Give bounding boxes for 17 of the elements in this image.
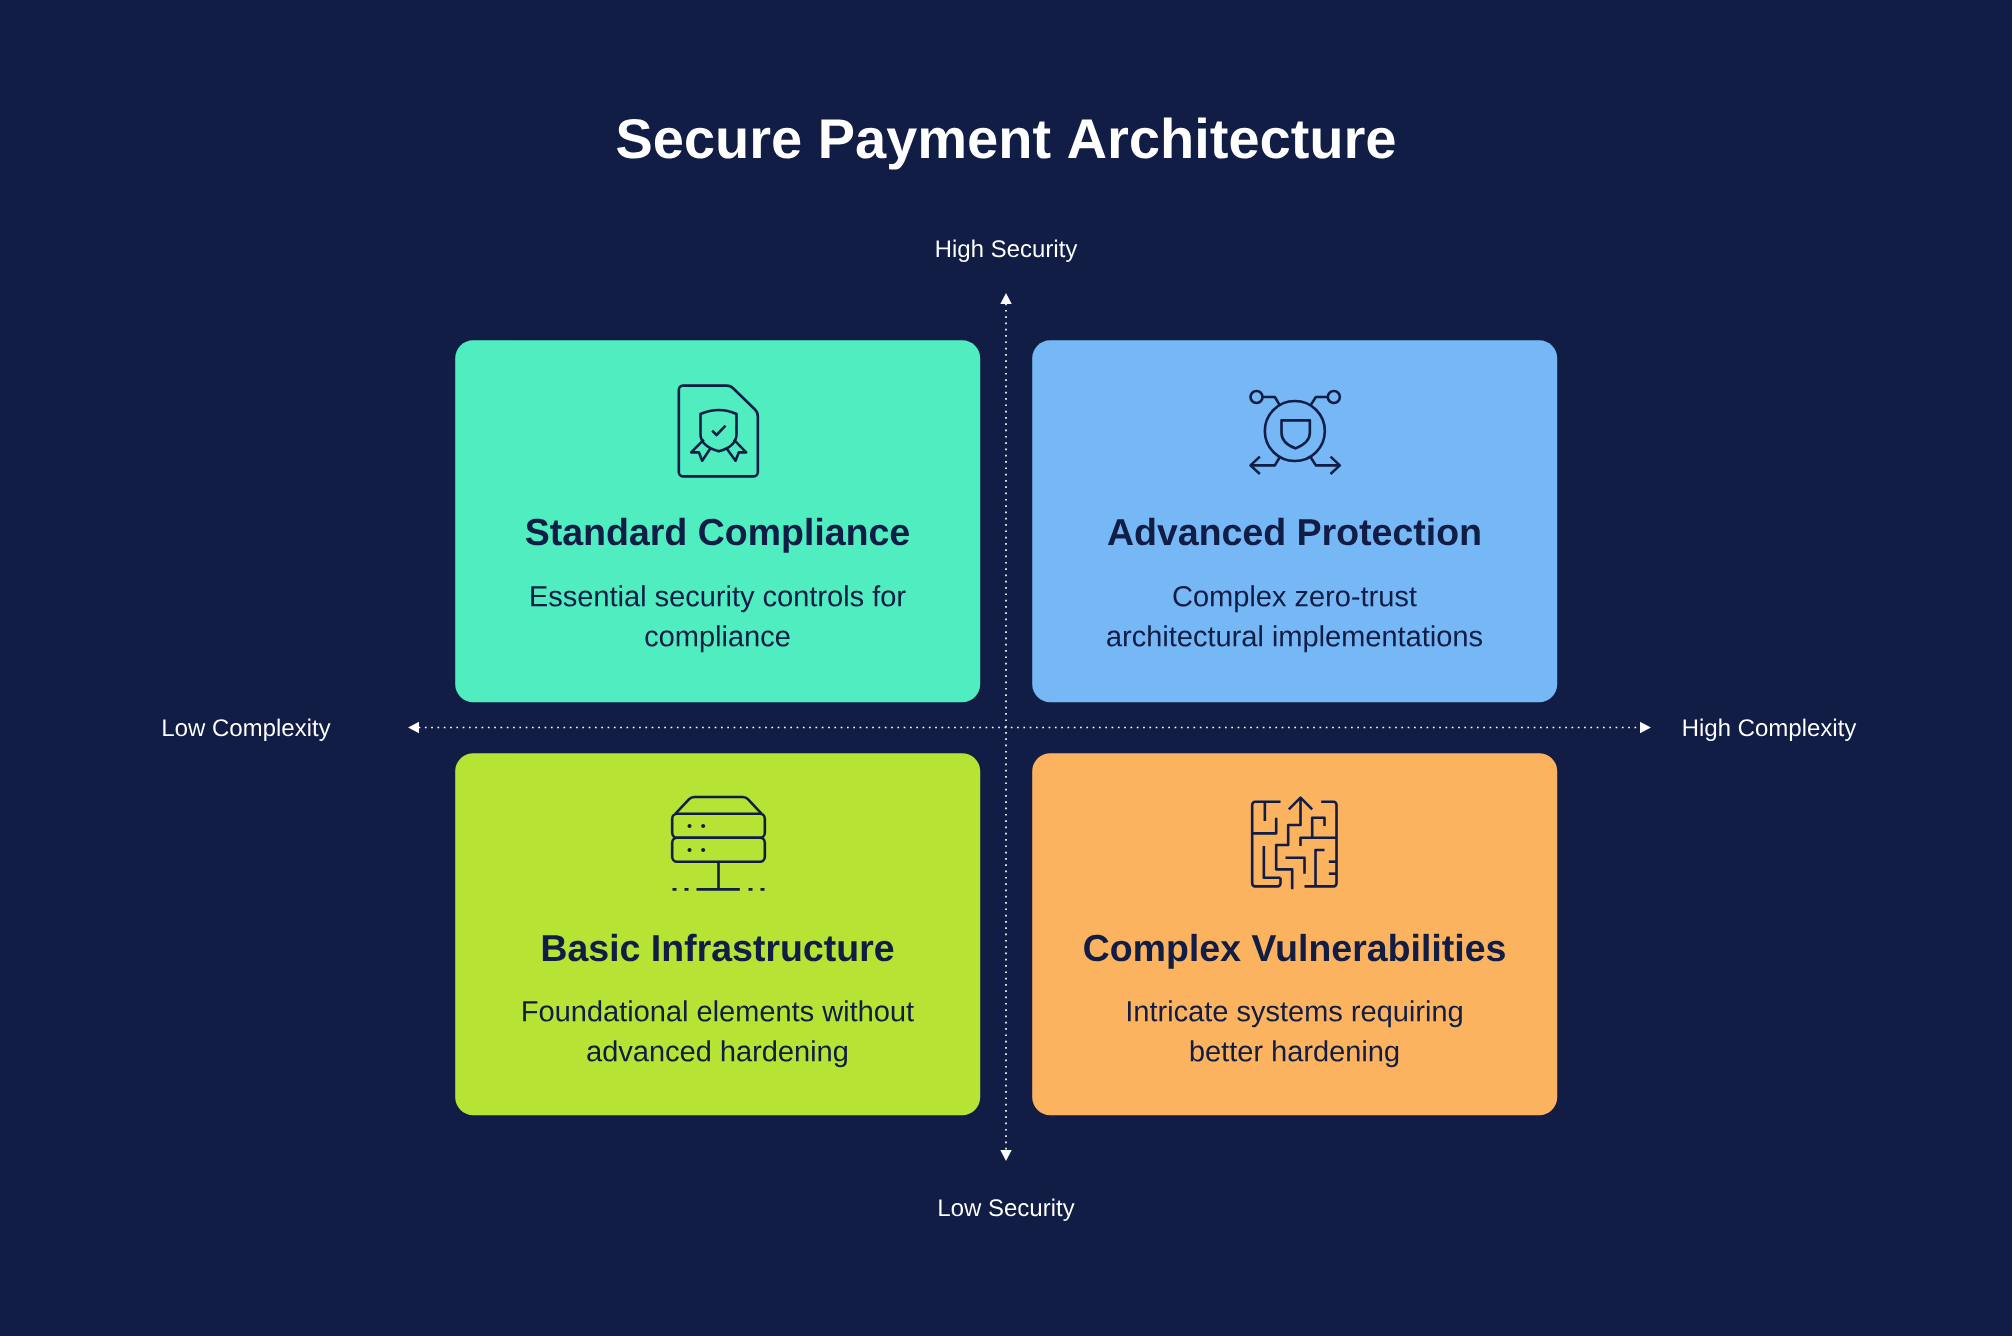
box-description: Complex zero-trust architectural implementations	[1107, 585, 1482, 653]
box-heading: Standard Compliance	[525, 517, 909, 553]
box-description: Foundational elements without advanced hardening	[523, 1000, 914, 1068]
quadrant-box	[1032, 753, 1558, 1116]
axis-label: High Complexity	[1683, 718, 1857, 741]
title: Secure Payment Architecture	[617, 117, 1395, 170]
axis-label: Low Complexity	[163, 718, 331, 741]
axis-label: Low Security	[939, 1198, 1075, 1221]
quadrant-box	[1032, 340, 1558, 703]
box-description: Essential security controls for compliance	[531, 585, 906, 653]
box-heading: Basic Infrastructure	[542, 933, 894, 962]
quadrant-box	[455, 753, 981, 1116]
quadrant-box	[455, 340, 981, 703]
axis-label: High Security	[936, 239, 1078, 262]
box-heading: Complex Vulnerabilities	[1084, 933, 1505, 969]
box-description: Intricate systems requiring better hardening	[1127, 1000, 1462, 1068]
box-heading: Advanced Protection	[1107, 517, 1480, 546]
